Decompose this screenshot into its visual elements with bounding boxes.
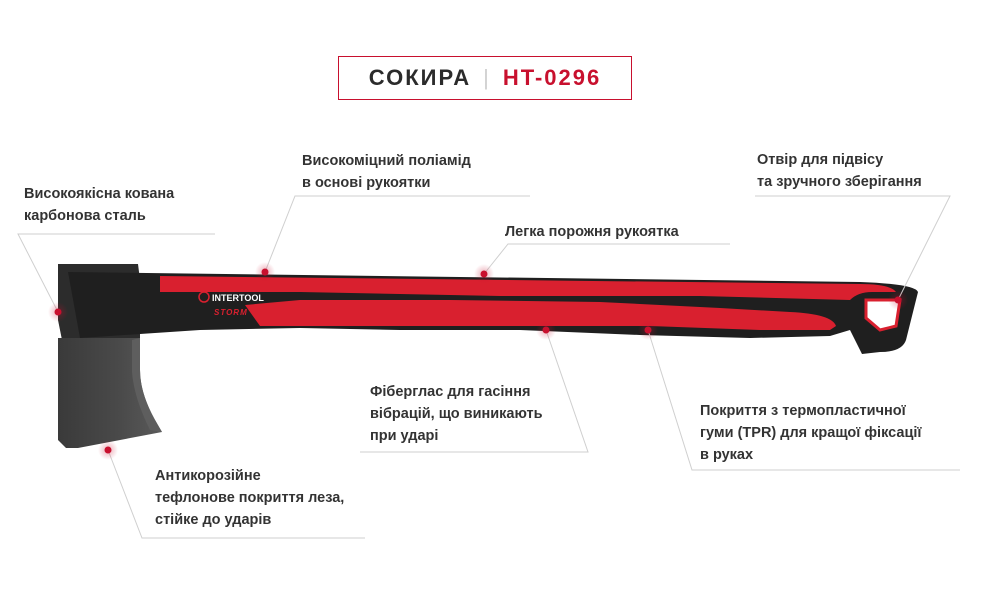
feature-line: Антикорозійне: [155, 468, 261, 484]
feature-markers: [48, 262, 908, 460]
feature-line: Легка порожня рукоятка: [505, 224, 679, 240]
brand-logo-mark: [198, 291, 210, 303]
feature-line: гуми (TPR) для кращої фіксації: [700, 425, 922, 441]
product-code: HT-0296: [502, 65, 602, 90]
feature-line: в руках: [700, 447, 754, 463]
feature-line: та зручного зберігання: [757, 174, 922, 190]
feature-line: вібрацій, що виникають: [370, 406, 543, 422]
leader-fiberglass: [360, 329, 589, 453]
axe-blade: [58, 338, 162, 448]
axe-blade-edge: [132, 338, 162, 432]
feature-label-fiberglass: Фіберглас для гасіння вібрацій, що виник…: [370, 381, 543, 447]
leader-steel: [17, 233, 215, 313]
feature-label-hollow: Легка порожня рукоятка: [505, 221, 679, 243]
feature-line: Отвір для підвісу: [757, 152, 884, 168]
feature-line: стійке до ударів: [155, 512, 272, 528]
marker-hole: [888, 290, 908, 310]
feature-line: в основі рукоятки: [302, 175, 431, 191]
leader-polyamide: [264, 195, 530, 273]
feature-line: Покриття з термопластичної: [700, 403, 906, 419]
axe-handle-red-top: [160, 276, 896, 300]
feature-line: при ударі: [370, 428, 439, 444]
feature-label-teflon: Антикорозійне тефлонове покриття леза, с…: [155, 465, 344, 531]
title-separator: |: [483, 65, 491, 90]
marker-polyamide: [255, 262, 275, 282]
leader-tpr: [647, 329, 960, 471]
product-title: СОКИРА | HT-0296: [338, 56, 632, 100]
feature-line: Високоміцний поліамід: [302, 153, 471, 169]
feature-label-polyamide: Високоміцний поліамід в основі рукоятки: [302, 150, 471, 194]
leader-lines: [17, 195, 960, 539]
marker-fiberglass: [536, 320, 556, 340]
feature-label-steel: Високоякісна кована карбонова сталь: [24, 183, 174, 227]
brand-series: STORM: [214, 308, 248, 317]
marker-hollow: [474, 264, 494, 284]
feature-line: тефлонове покриття леза,: [155, 490, 345, 506]
marker-steel: [48, 302, 68, 322]
marker-teflon: [98, 440, 118, 460]
marker-tpr: [638, 320, 658, 340]
leader-hollow: [483, 243, 730, 275]
leader-hole: [755, 195, 951, 301]
brand-logo: INTERTOOL: [212, 293, 264, 303]
leader-teflon: [107, 449, 365, 539]
product-name: СОКИРА: [368, 65, 472, 90]
feature-label-hole: Отвір для підвісу та зручного зберігання: [757, 149, 922, 193]
feature-label-tpr: Покриття з термопластичної гуми (TPR) дл…: [700, 400, 921, 466]
feature-line: Високоякісна кована: [24, 186, 175, 202]
feature-line: Фіберглас для гасіння: [370, 384, 531, 400]
axe-handle-red-grip: [245, 300, 836, 330]
feature-line: карбонова сталь: [24, 208, 146, 224]
